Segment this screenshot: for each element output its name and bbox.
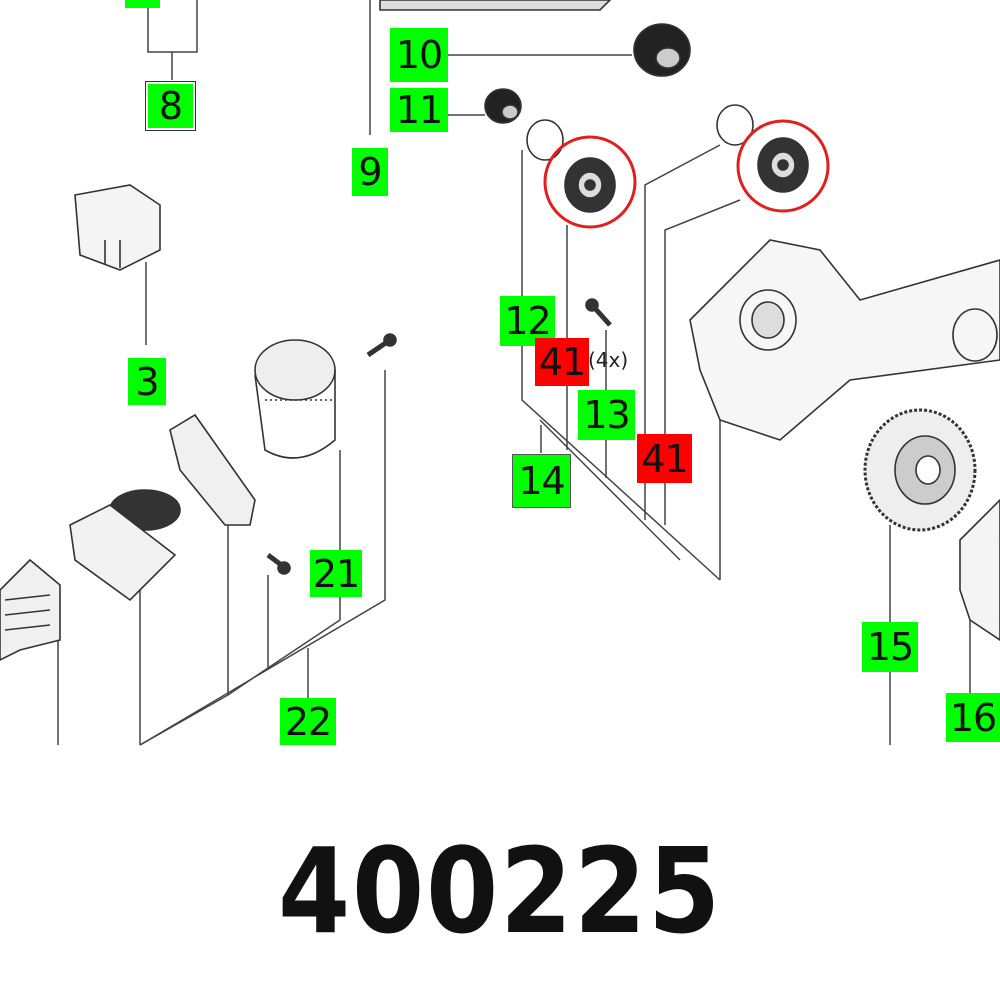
bearing-41-right	[757, 137, 809, 193]
part-screw-22b	[266, 553, 291, 575]
label-15: 15	[862, 622, 918, 672]
circlip-right	[716, 104, 754, 146]
label-8: 8	[145, 81, 196, 131]
label-13: 13	[578, 390, 635, 440]
circlip-left	[526, 119, 564, 161]
highlight-circle-right	[736, 119, 830, 213]
label-41-bearing-right: 41	[637, 434, 692, 483]
label-10: 10	[390, 28, 448, 82]
part-sleeve	[69, 489, 181, 602]
part-housing	[689, 239, 1000, 441]
highlight-circle-left	[543, 135, 637, 229]
part-screw-22a	[366, 333, 397, 358]
label-12: 12	[500, 296, 555, 346]
label-3: 3	[128, 358, 166, 405]
part-number: 400225	[277, 822, 723, 960]
part-gear-15	[863, 408, 977, 532]
part-screw-13	[585, 298, 612, 327]
label-41-bearing-left: 41	[535, 338, 589, 386]
part-roller-10	[633, 23, 691, 77]
bearing-41-left	[564, 157, 616, 213]
part-cable	[0, 558, 61, 661]
label-16: 16	[946, 693, 1000, 742]
part-switch-3	[74, 184, 161, 271]
part-ring	[169, 413, 256, 526]
label-9: 9	[352, 148, 388, 196]
leader-lines	[57, 0, 971, 746]
part-top-bar	[379, 0, 612, 11]
quantity-note: (4x)	[588, 348, 629, 372]
part-16	[959, 498, 1000, 641]
label-21: 21	[310, 550, 362, 597]
label-partial-top	[125, 0, 160, 8]
label-22: 22	[280, 698, 336, 745]
label-11: 11	[390, 88, 448, 132]
part-roller-11	[484, 88, 522, 124]
part-knob-21	[254, 339, 336, 459]
label-14: 14	[512, 454, 571, 508]
